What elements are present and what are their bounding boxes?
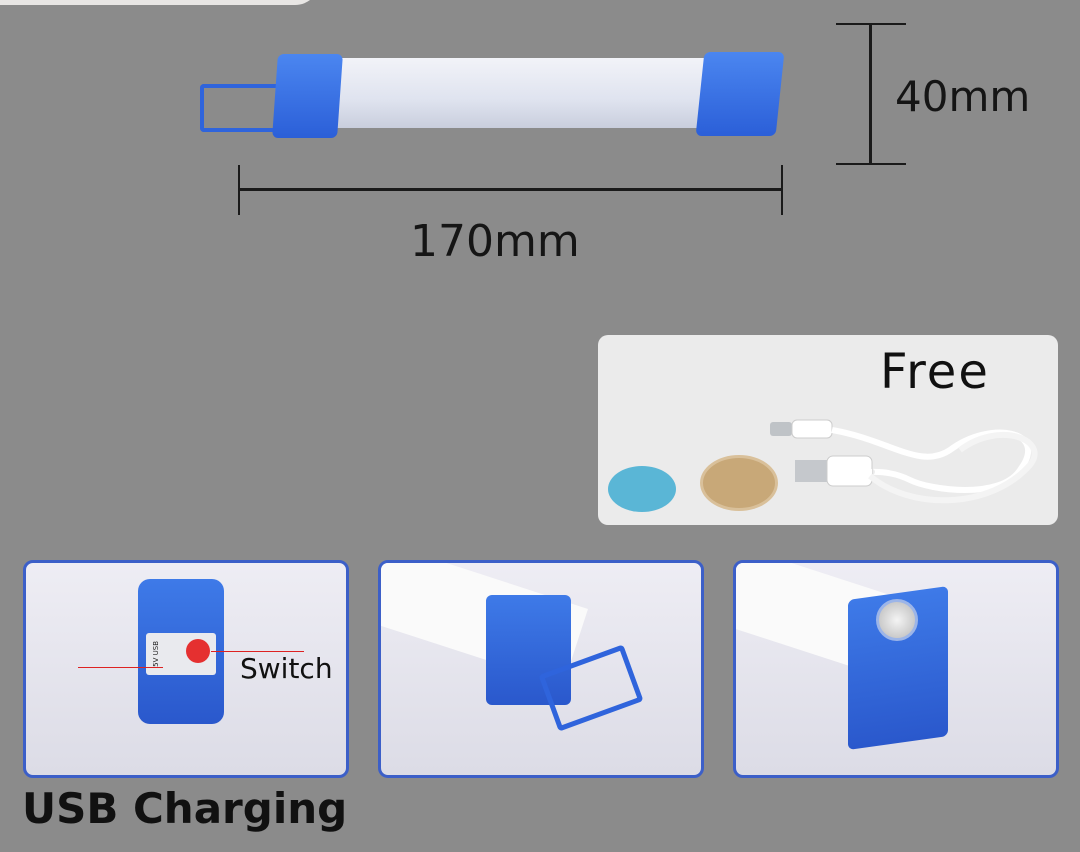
hanging-hook (200, 84, 294, 132)
power-switch (186, 639, 210, 663)
light-tube (300, 58, 720, 128)
usb-cable-image (770, 419, 1038, 504)
thumbnail-magnet-end (733, 560, 1059, 778)
dimension-line (238, 188, 783, 191)
pointer-line (211, 651, 304, 652)
dimension-tick (781, 165, 783, 215)
port-label: 5V USB (152, 641, 160, 667)
dimension-tick (836, 163, 906, 165)
length-label: 170mm (410, 216, 580, 267)
dimension-tick (238, 165, 240, 215)
dimension-tick (836, 23, 906, 25)
top-banner-edge (0, 0, 320, 5)
thumbnail-usb-port: 5V USB (23, 560, 349, 778)
thumbnail-hook-end (378, 560, 704, 778)
height-label: 40mm (895, 72, 1031, 121)
magnetic-disc (608, 466, 676, 512)
usb-charging-caption: USB Charging (22, 784, 348, 833)
dimension-line (869, 24, 872, 164)
magnet (876, 599, 918, 641)
end-cap (486, 595, 571, 705)
pointer-line (78, 667, 163, 668)
adhesive-pad (700, 455, 778, 511)
left-end-cap (272, 54, 343, 138)
free-title: Free (880, 344, 990, 400)
switch-label: Switch (240, 652, 333, 685)
right-end-cap (695, 52, 785, 136)
